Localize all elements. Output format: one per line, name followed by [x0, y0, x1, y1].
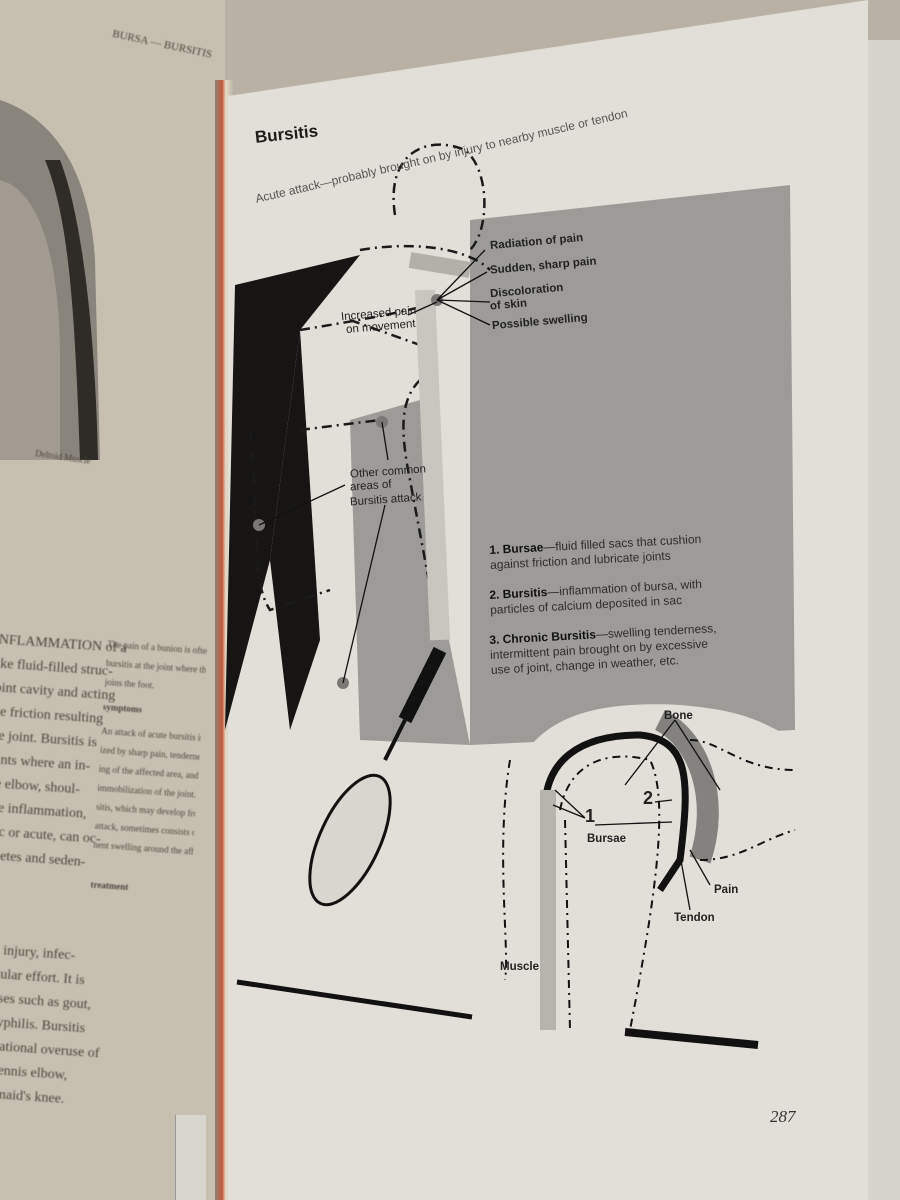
tennis-racket [308, 773, 392, 907]
ruler [175, 1115, 206, 1200]
shoulder-figure [0, 100, 100, 460]
diagram-label-1: 1 [585, 806, 596, 826]
diagram-label-pain: Pain [714, 884, 739, 896]
left-page: BURSA — BURSITIS Deltoid Muscle INFLAMMA… [0, 0, 225, 1200]
diagram-label-muscle: Muscle [500, 961, 539, 973]
diagram-label-bone: Bone [664, 710, 693, 722]
gray-panel [470, 185, 795, 745]
diagram-label-bursae: Bursae [587, 833, 626, 845]
diagram-label-tendon: Tendon [674, 912, 715, 924]
page-number: 287 [770, 1107, 796, 1126]
black-panel [225, 255, 360, 730]
diagram-label-2: 2 [643, 788, 654, 808]
term: 1. Bursae [489, 540, 544, 557]
